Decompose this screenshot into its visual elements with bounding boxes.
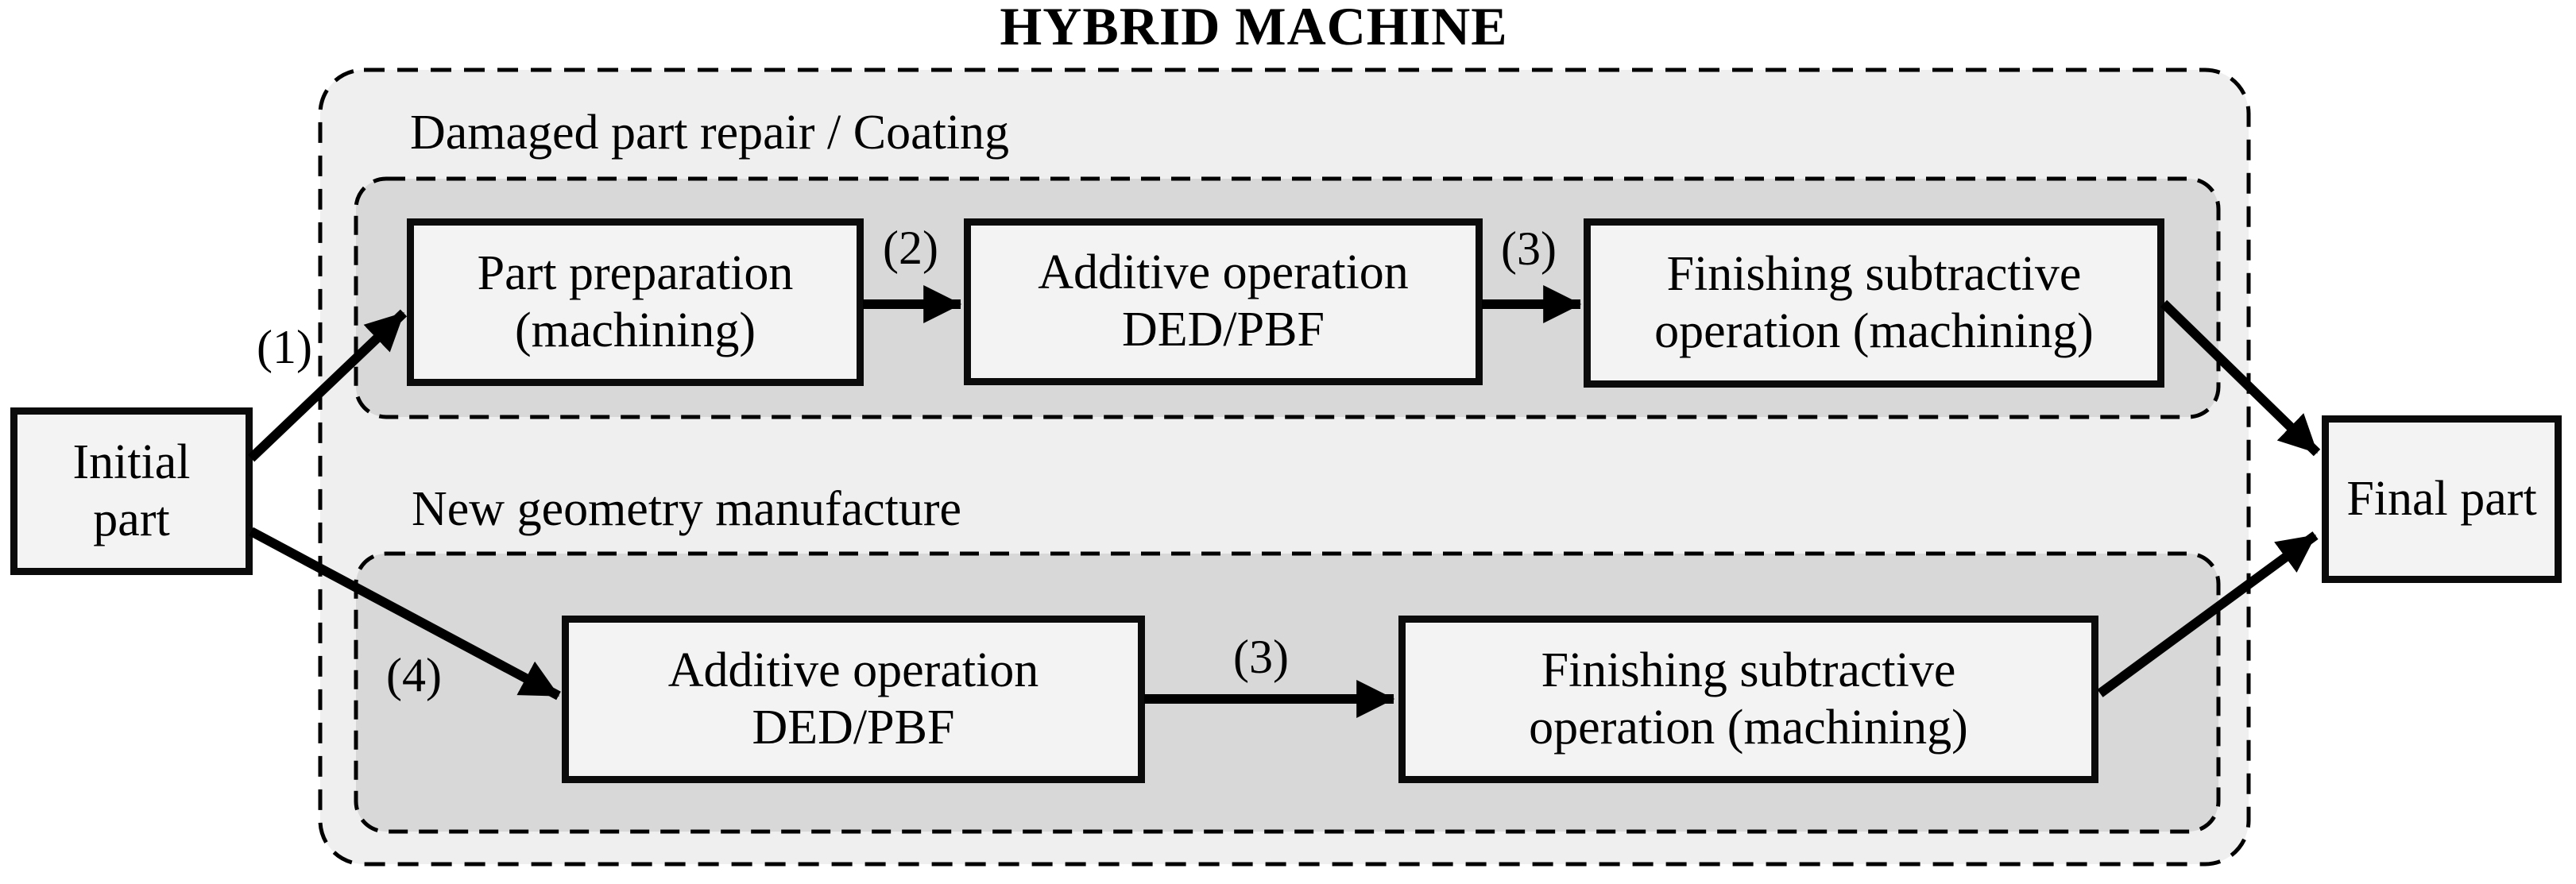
node-final-part: Final part: [2322, 415, 2562, 583]
node-initial-part: Initial part: [10, 407, 253, 575]
node-label: Additive operation DED/PBF: [1038, 245, 1409, 357]
node-part-preparation: Part preparation (machining): [407, 218, 864, 386]
node-label: Finishing subtractive operation (machini…: [1529, 643, 1968, 755]
node-label: Finishing subtractive operation (machini…: [1654, 246, 2094, 358]
step-label-3-bottom: (3): [1233, 631, 1289, 683]
node-finishing-subtractive-newgeo: Finishing subtractive operation (machini…: [1398, 616, 2098, 783]
node-label: Additive operation DED/PBF: [667, 643, 1039, 755]
node-label: Final part: [2346, 471, 2537, 526]
step-label-3-top: (3): [1501, 222, 1557, 275]
diagram-title: HYBRID MACHINE: [1000, 0, 1508, 56]
node-additive-operation-repair: Additive operation DED/PBF: [964, 218, 1483, 385]
new-geometry-pathway-label: New geometry manufacture: [412, 482, 962, 536]
node-finishing-subtractive-repair: Finishing subtractive operation (machini…: [1584, 218, 2164, 388]
step-label-1: (1): [257, 321, 312, 373]
repair-pathway-label: Damaged part repair / Coating: [410, 106, 1010, 160]
node-label: Initial part: [72, 434, 191, 546]
step-label-4: (4): [386, 649, 442, 701]
arrow-bottom-finishing-to-final: [2097, 531, 2319, 697]
node-label: Part preparation (machining): [477, 245, 794, 357]
step-label-2: (2): [883, 222, 938, 274]
arrow-top-finishing-to-final: [2160, 299, 2321, 457]
node-additive-operation-newgeo: Additive operation DED/PBF: [562, 616, 1145, 783]
